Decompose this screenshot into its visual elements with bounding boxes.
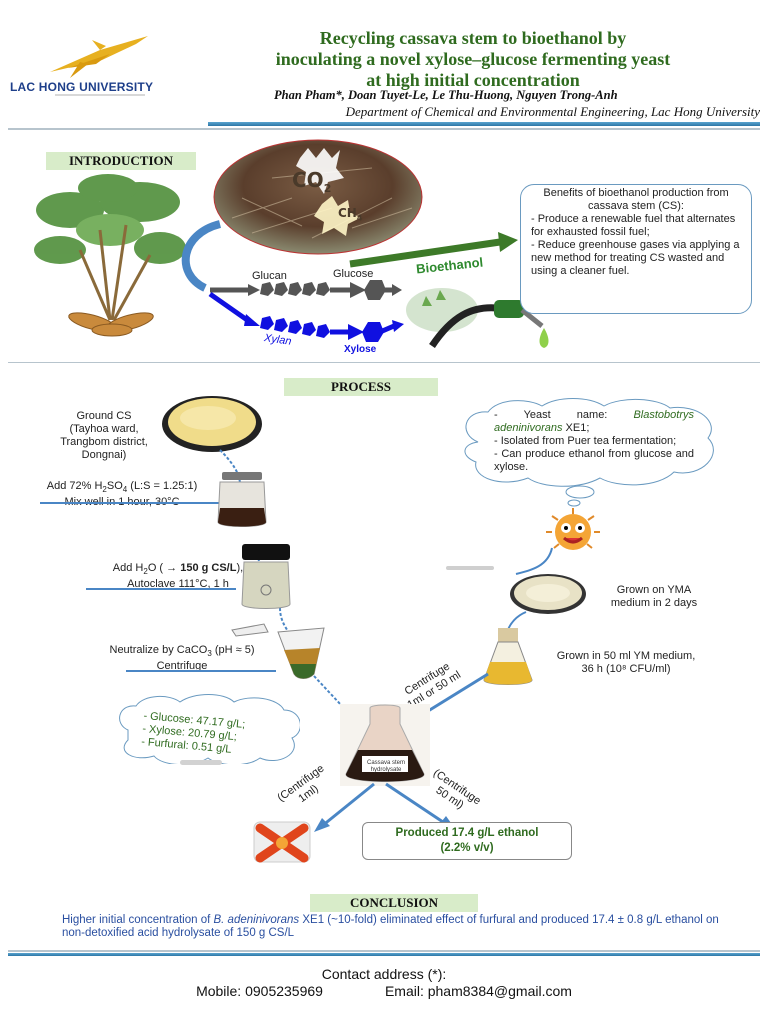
contact-mobile: Mobile: 0905235969 (196, 983, 323, 999)
process-heading: PROCESS (284, 378, 438, 396)
greenhouse-gas-photo (213, 139, 423, 255)
fail-cross-icon (253, 821, 311, 863)
yeast-flow-arrow-1 (515, 547, 553, 575)
step1-arrow (40, 502, 222, 504)
yeast-origin: - Isolated from Puer tea fermentation; (494, 435, 677, 447)
hydrolysate-flask-photo (340, 704, 430, 786)
ch4-label: CH4 (338, 206, 363, 223)
benefits-heading: Benefits of bioethanol production from c… (543, 187, 729, 212)
step3-label: Neutralize by CaCO3 (pH ≈ 5) Centrifuge (109, 644, 255, 673)
intro-divider (8, 362, 760, 363)
contact-heading: Contact address (*): (321, 966, 447, 982)
yma-plate-icon (510, 574, 586, 614)
jar-icon (217, 472, 267, 527)
yeast-info-cloud (464, 398, 714, 487)
step3-arrow (126, 670, 276, 672)
xylose-label: Xylose (344, 344, 377, 355)
university-logo-icon (50, 36, 148, 78)
pathway-diagram (181, 220, 518, 342)
step2-label: Add H2O ( → 150 g CS/L), Autoclave 111°C… (112, 562, 244, 591)
department: Department of Chemical and Environmental… (345, 104, 760, 119)
header-rule (208, 122, 760, 126)
footer-rule-thin (8, 950, 760, 952)
step1-label: Add 72% H2SO4 (L:S = 1.25:1) Mix well in… (46, 480, 198, 508)
yeast-mascot-icon (546, 508, 600, 550)
fuel-nozzle-icon (406, 288, 549, 348)
glucose-label: Glucose (333, 268, 374, 280)
contact-details: Mobile: 0905235969 Email: pham8384@gmail… (0, 983, 768, 1000)
ground-cs-powder-icon (162, 396, 262, 452)
yeast-ability: - Can produce ethanol from glucose and x… (494, 448, 694, 473)
ym-label: Grown in 50 ml YM medium, 36 h (10⁸ CFU/… (556, 650, 696, 675)
ym-flask-icon (483, 628, 533, 685)
cassava-plant-icon (34, 174, 186, 337)
flask-label: Cassava stem hydrolysate (366, 760, 405, 773)
benefit-item-1: - Produce a renewable fuel that alternat… (531, 213, 736, 238)
yeast-info-text: - Yeast name: Blastobotrys adeninivorans… (494, 409, 694, 474)
contact-email[interactable]: Email: pham8384@gmail.com (384, 983, 572, 999)
conclusion-text: Higher initial concentration of B. adeni… (62, 914, 719, 939)
conclusion-heading: CONCLUSION (310, 894, 478, 912)
ground-cs-label: Ground CS (Tayhoa ward, Trangbom distric… (60, 410, 148, 461)
composition-cloud (119, 694, 300, 764)
header-rule-thin (8, 128, 760, 130)
footer-rule (8, 953, 760, 956)
thought-bubbles (565, 485, 595, 507)
poster-title: Recycling cassava stem to bioethanol by … (275, 28, 671, 90)
benefits-callout: Benefits of bioethanol production from c… (520, 184, 752, 314)
bottle-icon (241, 544, 291, 609)
ethanol-result-value: Produced 17.4 g/L ethanol (395, 827, 539, 839)
benefit-item-2: - Reduce greenhouse gases via applying a… (531, 239, 740, 277)
yma-label: Grown on YMA medium in 2 days (610, 584, 698, 609)
tube-icon (231, 623, 325, 679)
shadow-line (446, 566, 494, 570)
ethanol-result-box: Produced 17.4 g/L ethanol (2.2% v/v) (362, 822, 572, 860)
contact-block: Contact address (*): Mobile: 0905235969 … (0, 966, 768, 1000)
co2-label: CO2 (292, 168, 332, 195)
yeast-name: - Yeast name: Blastobotrys adeninivorans… (494, 409, 694, 434)
ethanol-result-percent: (2.2% v/v) (440, 842, 494, 854)
university-name: LAC HONG UNIVERSITY (10, 80, 154, 94)
introduction-heading: INTRODUCTION (46, 152, 196, 170)
glucan-label: Glucan (252, 270, 287, 282)
shadow-line-2 (180, 760, 222, 765)
step2-arrow (86, 588, 236, 590)
authors: Phan Pham*, Doan Tuyet-Le, Le Thu-Huong,… (274, 88, 618, 102)
university-tagline-bar (55, 94, 145, 96)
